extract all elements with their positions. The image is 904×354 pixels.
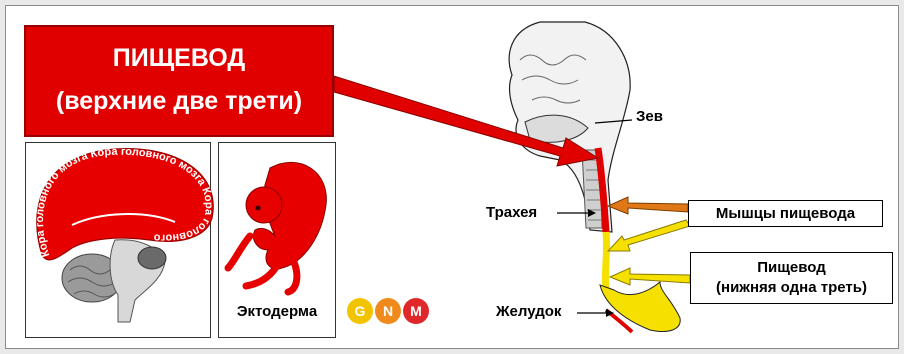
embryo-illustration (228, 162, 326, 292)
brain-illustration: Кора головного мозга Кора головного мозг… (0, 0, 215, 322)
logo-m: M (403, 298, 429, 324)
logo-g: G (347, 298, 373, 324)
trachea-label: Трахея (486, 204, 537, 221)
esophagus-lower (605, 232, 606, 290)
head-neck-illustration (509, 22, 630, 232)
muscles-label-box: Мышцы пищевода (688, 200, 883, 227)
lower-esophagus-line-1: Пищевод (691, 258, 892, 278)
stomach-label: Желудок (496, 303, 561, 320)
muscle-arrow (608, 197, 688, 214)
logo-n: N (375, 298, 401, 324)
pharynx-label: Зев (636, 108, 663, 125)
lower-esophagus-arrows (608, 220, 690, 285)
muscles-label: Мышцы пищевода (716, 205, 855, 222)
stomach-shape (600, 282, 680, 332)
lower-esophagus-line-2: (нижняя одна треть) (691, 278, 892, 298)
lower-esophagus-label-box: Пищевод (нижняя одна треть) (690, 252, 893, 304)
